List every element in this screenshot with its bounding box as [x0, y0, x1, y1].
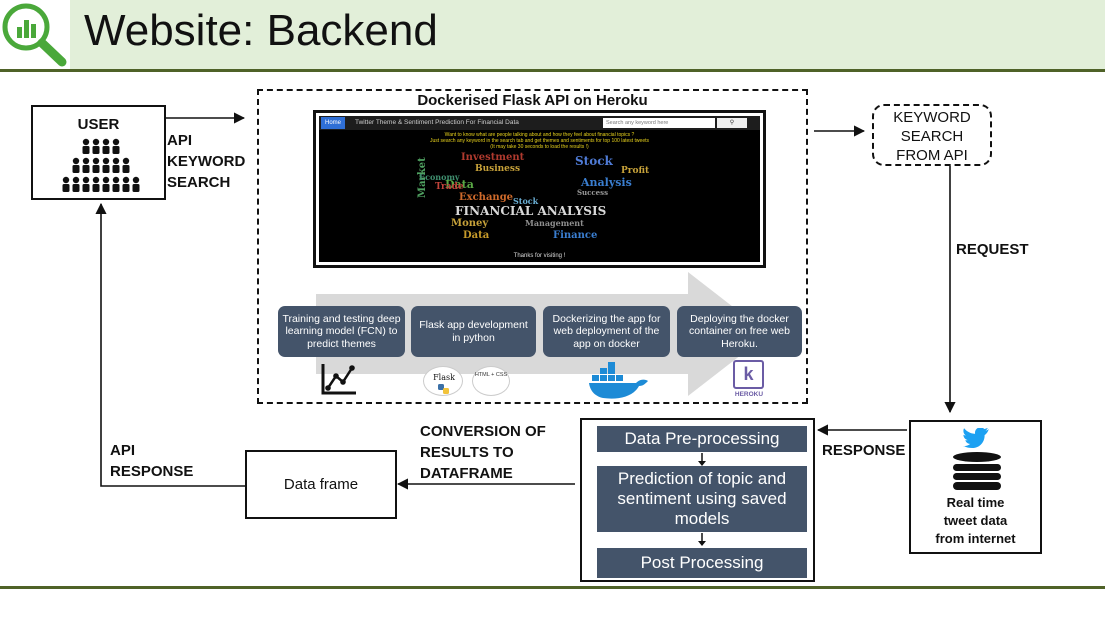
twitter-bird-icon — [963, 428, 989, 448]
api-keyword-search-line-2: KEYWORD — [167, 153, 246, 170]
flask-logo-text: Flask — [433, 373, 455, 382]
cloud-word: Stock — [513, 196, 539, 206]
cloud-word: FINANCIAL ANALYSIS — [455, 204, 607, 218]
website-screenshot: Home Twitter Theme & Sentiment Predictio… — [319, 116, 760, 262]
processing-pipeline-box: Data Pre-processing Prediction of topic … — [580, 418, 815, 582]
api-keyword-search-line-1: API — [167, 132, 193, 149]
api-response-line-2: RESPONSE — [110, 463, 194, 480]
docker-logo-icon — [589, 362, 648, 399]
cloud-word: Finance — [553, 230, 598, 241]
website-search-input: Search any keyword here — [603, 118, 715, 128]
api-keyword-search-label: API KEYWORD SEARCH — [167, 130, 245, 193]
cloud-word: Trade — [435, 182, 464, 192]
request-label: REQUEST — [956, 241, 1029, 258]
step-flask-development: Flask app development in python — [411, 306, 536, 357]
cloud-word: Analysis — [581, 176, 632, 189]
api-response-line-1: API — [110, 442, 136, 459]
cloud-word: Business — [475, 164, 521, 174]
database-icon — [953, 452, 1001, 490]
cloud-word: Success — [577, 188, 609, 197]
header-divider — [0, 69, 1105, 72]
heroku-icon: k — [733, 360, 764, 389]
response-label: RESPONSE — [822, 442, 906, 459]
cloud-word: Stock — [575, 154, 613, 168]
api-keyword-search-line-3: SEARCH — [167, 174, 231, 191]
website-nav-title: Twitter Theme & Sentiment Prediction For… — [355, 119, 519, 126]
flask-api-title: Dockerised Flask API on Heroku — [417, 92, 648, 109]
flask-python-logo: Flask — [423, 366, 463, 396]
tweet-data-label: Real time tweet data from internet — [911, 494, 1040, 548]
step-dockerizing: Dockerizing the app for web deployment o… — [543, 306, 670, 357]
slide-header — [0, 0, 1105, 70]
step-training-model: Training and testing deep learning model… — [278, 306, 405, 357]
heroku-logo-text: HEROKU — [734, 391, 764, 398]
conversion-line-2: RESULTS TO — [420, 444, 514, 461]
cloud-word: Investment — [461, 152, 525, 163]
html-css-logo: HTML + CSS — [472, 366, 510, 396]
website-nav-home: Home — [321, 117, 345, 129]
website-search-icon: ⚲ — [717, 118, 747, 128]
cloud-word: Economy — [419, 172, 460, 182]
users-group-icon — [62, 138, 140, 192]
cloud-word: Profit — [621, 166, 650, 176]
page-title: Website: Backend — [84, 6, 438, 55]
processing-step-arrows — [698, 453, 706, 546]
tweet-data-line-2: tweet data — [943, 513, 1008, 528]
website-screenshot-frame: Home Twitter Theme & Sentiment Predictio… — [313, 110, 766, 268]
keyword-search-from-api-box: KEYWORD SEARCH FROM API — [872, 104, 992, 166]
user-box: USER — [31, 105, 166, 200]
website-intro-line-2: Just search any keyword in the search ta… — [429, 138, 649, 144]
keyword-search-api-line-2: SEARCH — [900, 128, 964, 145]
cloud-word: Exchange — [459, 192, 514, 203]
website-intro-line-1: Want to know what are people talking abo… — [444, 132, 635, 138]
tweet-data-line-1: Real time — [946, 495, 1005, 510]
conversion-line-3: DATAFRAME — [420, 465, 513, 482]
step-post-processing: Post Processing — [597, 548, 807, 578]
analytics-magnifier-icon — [2, 3, 67, 67]
flask-api-container — [257, 89, 808, 404]
website-thanks: Thanks for visiting ! — [513, 253, 566, 259]
website-intro-line-3: (It may take 30 seconds to load the resu… — [490, 144, 589, 150]
step-data-preprocessing: Data Pre-processing — [597, 426, 807, 452]
conversion-label: CONVERSION OF RESULTS TO DATAFRAME — [420, 421, 546, 484]
cloud-word: Data — [463, 230, 490, 241]
cloud-word: Money — [451, 218, 489, 229]
step-heroku-deploy: Deploying the docker container on free w… — [677, 306, 802, 357]
user-label: USER — [77, 116, 120, 133]
heroku-logo: k HEROKU — [731, 360, 767, 400]
keyword-search-api-line-1: KEYWORD — [893, 109, 971, 126]
keyword-search-api-line-3: FROM API — [896, 147, 968, 164]
financial-word-cloud: Investment Business Stock Data Analysis … — [415, 152, 650, 244]
python-icon — [438, 384, 449, 394]
process-flow-arrow — [316, 272, 768, 396]
cloud-word: Management — [525, 218, 584, 228]
tweet-data-line-3: from internet — [935, 531, 1016, 546]
tweet-data-source-box: Real time tweet data from internet — [909, 420, 1042, 554]
website-intro: Want to know what are people talking abo… — [319, 132, 760, 150]
header-icon-area — [0, 0, 70, 70]
data-frame-box: Data frame — [245, 450, 397, 519]
conversion-line-1: CONVERSION OF — [420, 423, 546, 440]
line-chart-icon — [321, 364, 356, 395]
footer-divider — [0, 586, 1105, 589]
step-prediction: Prediction of topic and sentiment using … — [597, 466, 807, 532]
api-response-label: API RESPONSE — [110, 440, 193, 482]
cloud-word: Data — [445, 178, 474, 191]
